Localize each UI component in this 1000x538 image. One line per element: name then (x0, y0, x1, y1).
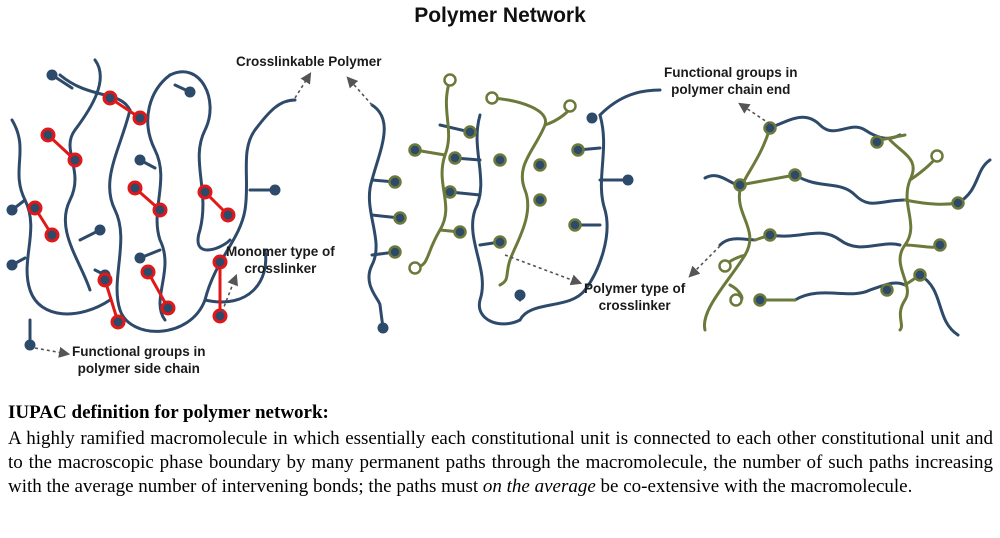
arrow-monomer-crosslinker (221, 273, 238, 313)
chain (718, 237, 757, 247)
chain (471, 113, 522, 326)
middle-functional-groups (377, 112, 634, 334)
functional-group-dot (46, 69, 58, 81)
crosslinker-chain (903, 198, 960, 206)
label-monomer-crosslinker: Monomer type of crosslinker (226, 244, 335, 276)
diagram-title: Polymer Network (414, 4, 586, 27)
label-polymer-crosslinker: Polymer type of crosslinker (584, 281, 686, 313)
chain (10, 118, 112, 316)
chain (108, 108, 207, 333)
functional-group-dot (6, 259, 18, 271)
arrow-polymer-crosslinker-right (688, 245, 721, 278)
arrow-side-chain (34, 346, 71, 358)
chain (793, 281, 907, 302)
label-crosslinkable-polymer: Crosslinkable Polymer (236, 54, 382, 69)
functional-group-dot (6, 204, 18, 216)
middle-polymer-crosslinkers (413, 78, 572, 287)
arrow-chain-end (738, 102, 771, 125)
chain (768, 115, 902, 140)
functional-group-dot (269, 184, 281, 196)
chain (918, 273, 960, 337)
definition-heading: IUPAC definition for polymer network: (8, 402, 329, 423)
functional-group-dot (134, 154, 146, 166)
network-illustration (6, 58, 992, 358)
chain (768, 231, 902, 249)
chain (58, 73, 132, 112)
monomer-units (27, 90, 236, 330)
right-open-ends (718, 149, 944, 307)
definition-emphasis: on the average (482, 476, 596, 497)
annotation-arrows (34, 72, 771, 358)
chain (793, 173, 907, 205)
functional-group-dot (134, 252, 146, 264)
crosslinker-chain (490, 96, 547, 287)
right-polymer-crosslinkers (703, 126, 960, 332)
middle-open-ends (408, 73, 577, 275)
label-functional-groups-chain-end: Functional groups in polymer chain end (664, 65, 798, 97)
chain (203, 248, 268, 304)
chain (367, 103, 386, 307)
crosslinker-chain (888, 138, 915, 332)
arrow-crosslinkable-left (294, 72, 312, 99)
definition-text: A highly ramified macromolecule in which… (8, 428, 993, 497)
arrow-polymer-crosslinker-left (504, 254, 583, 286)
chain (63, 58, 102, 292)
chain (146, 73, 172, 322)
chain (168, 70, 232, 252)
left-functional-groups (6, 69, 281, 351)
chain (518, 113, 609, 322)
label-functional-groups-side-chain: Functional groups in polymer side chain (72, 344, 206, 376)
functional-group-dot (24, 339, 36, 351)
right-junctions (733, 121, 965, 307)
functional-group-dot (184, 86, 196, 98)
monomer-crosslinks (33, 96, 230, 323)
chain (598, 88, 662, 117)
arrow-crosslinkable-right (346, 76, 373, 106)
middle-junctions (388, 125, 585, 259)
crosslinker-chain (413, 78, 452, 270)
crosslinker-chain (703, 126, 772, 332)
functional-group-dot (94, 224, 106, 236)
chain (956, 158, 992, 205)
